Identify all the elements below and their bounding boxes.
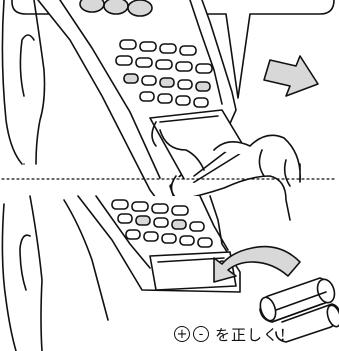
minus-symbol-icon: -: [193, 326, 209, 342]
left-hand-bottom: [2, 196, 108, 351]
polarity-instruction: + - を正しく！: [174, 322, 295, 346]
arrow-right-down-icon: [264, 56, 318, 96]
plus-symbol-icon: +: [174, 326, 190, 342]
instruction-text: を正しく！: [215, 324, 295, 345]
remote-control-top: [38, 0, 246, 214]
left-hand-top: [2, 0, 44, 164]
